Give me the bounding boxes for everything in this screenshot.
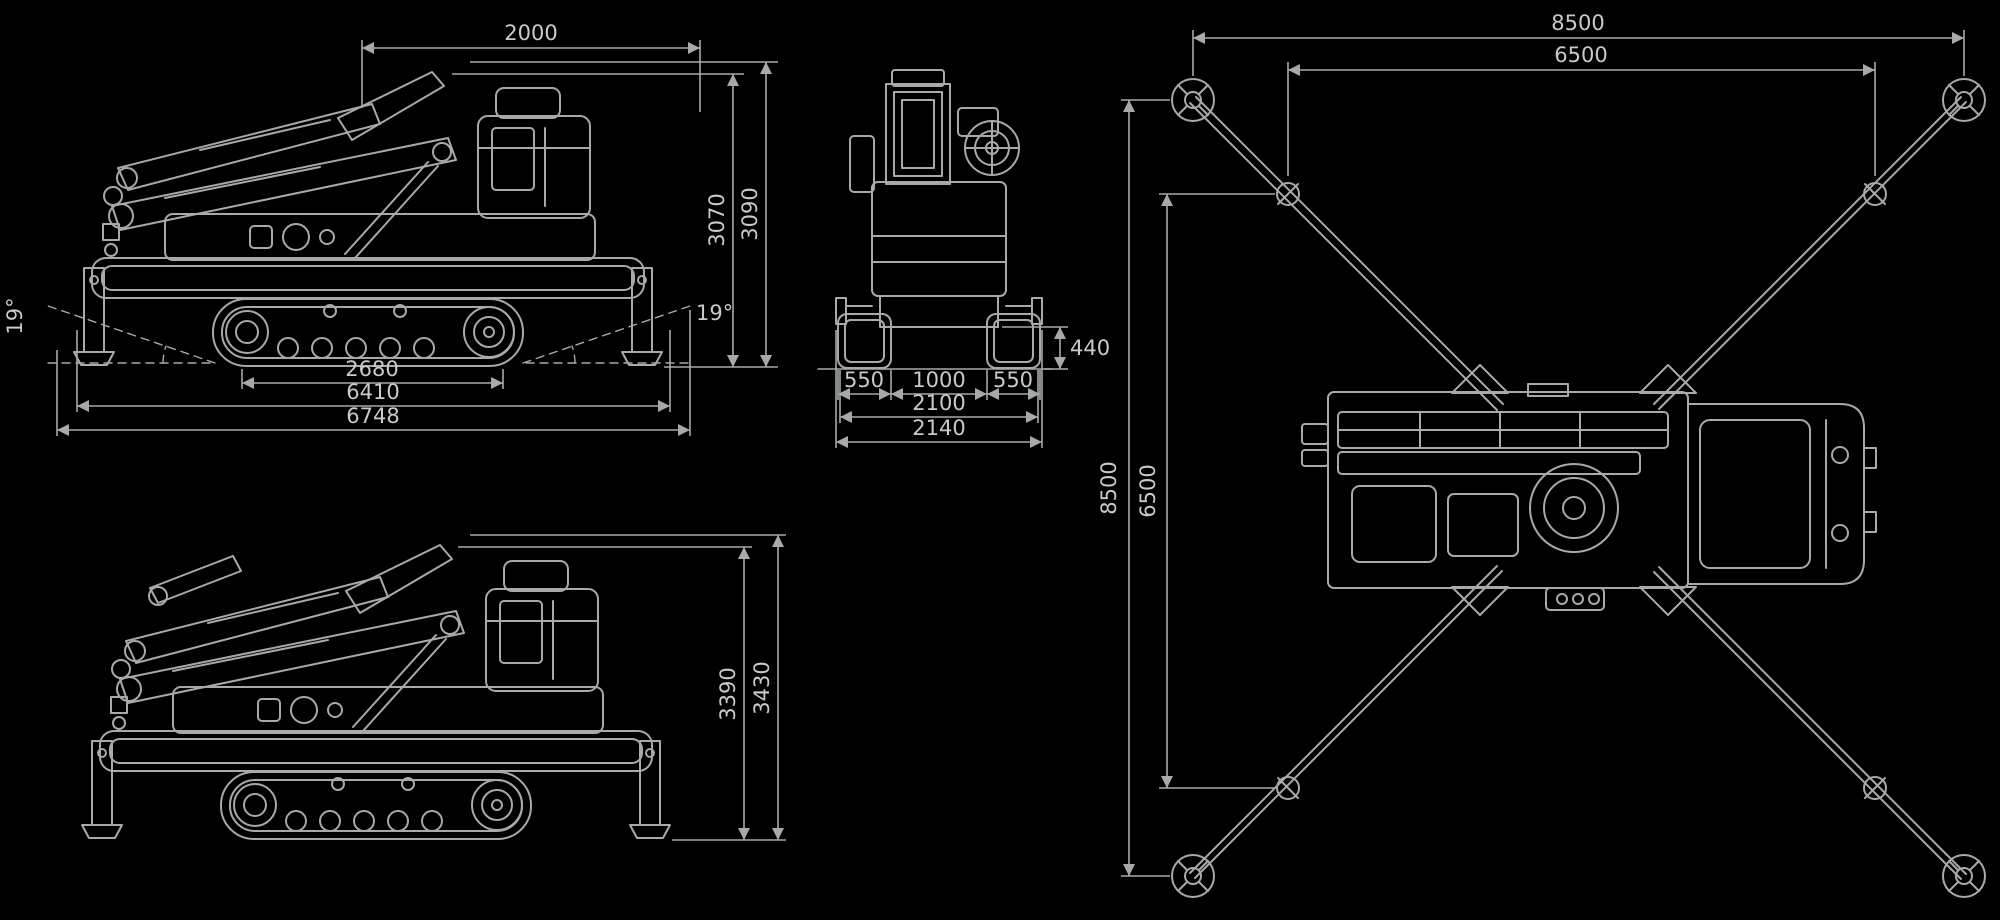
dim-label-6500-left: 6500 [1136,464,1160,517]
dim-upper-width: 2000 [361,21,701,112]
dim-label-2000: 2000 [504,21,557,45]
dim-label-3430: 3430 [750,661,774,714]
dim-transport-height-inner: 3390 [458,546,752,840]
outrigger-pad-bottom-left [1171,854,1215,898]
dim-height-inner: 3070 [452,73,744,367]
dim-label-6410: 6410 [346,380,399,404]
dim-height-overall: 3090 [470,61,778,368]
dim-label-1000: 1000 [912,368,965,392]
outrigger-pad-top-left [1171,78,1215,122]
dim-label-3390: 3390 [716,667,740,720]
crane-side-drawing [73,71,663,367]
outrigger-beams [1189,96,1967,880]
dim-label-6748: 6748 [346,404,399,428]
angle-label-left: 19° [3,297,27,334]
view-side-working: 2000 3070 3090 19° 19° 2680 6410 [3,21,778,436]
dim-length-inner: 6410 [76,330,671,412]
dim-top-span-inner: 6500 [1287,43,1876,176]
dim-label-3070: 3070 [705,193,729,246]
folded-jib-tip [148,555,242,606]
outrigger-pad-bottom-right [1942,854,1986,898]
dim-label-2140: 2140 [912,416,965,440]
crane-plan-drawing [1301,383,1877,611]
dim-label-8500-left: 8500 [1097,461,1121,514]
dim-left-span-inner: 6500 [1136,193,1275,789]
crane-transport-drawing [81,544,671,840]
view-front: 440 550 1000 550 2100 2140 [817,69,1110,448]
dim-label-550-left: 550 [844,368,884,392]
dim-transport-height-overall: 3430 [470,534,786,841]
dim-label-550-right: 550 [993,368,1033,392]
dim-label-2100: 2100 [912,391,965,415]
view-side-transport: 3390 3430 [81,534,786,841]
dim-left-span-outer: 8500 [1097,99,1170,877]
dim-width-overall: 2140 [835,330,1043,448]
dim-length-overall: 6748 [56,310,691,436]
dim-width-inner: 2100 [839,370,1039,423]
dim-track-widths: 550 1000 550 [837,368,1041,400]
angle-label-right: 19° [696,301,733,325]
dim-label-8500-top: 8500 [1551,11,1604,35]
dim-label-6500-top: 6500 [1554,43,1607,67]
dim-top-span-outer: 8500 [1192,11,1965,76]
dim-ground-clearance: 440 [1002,326,1110,370]
dim-label-440: 440 [1070,336,1110,360]
dim-track-length: 2680 [241,357,504,389]
dim-label-3090: 3090 [738,187,762,240]
outrigger-pad-top-right [1942,78,1986,122]
view-plan: 8500 6500 8500 6500 [1097,11,1986,898]
dim-label-2680: 2680 [345,357,398,381]
crane-front-drawing [817,69,1053,370]
approach-angle-lines [47,305,691,364]
